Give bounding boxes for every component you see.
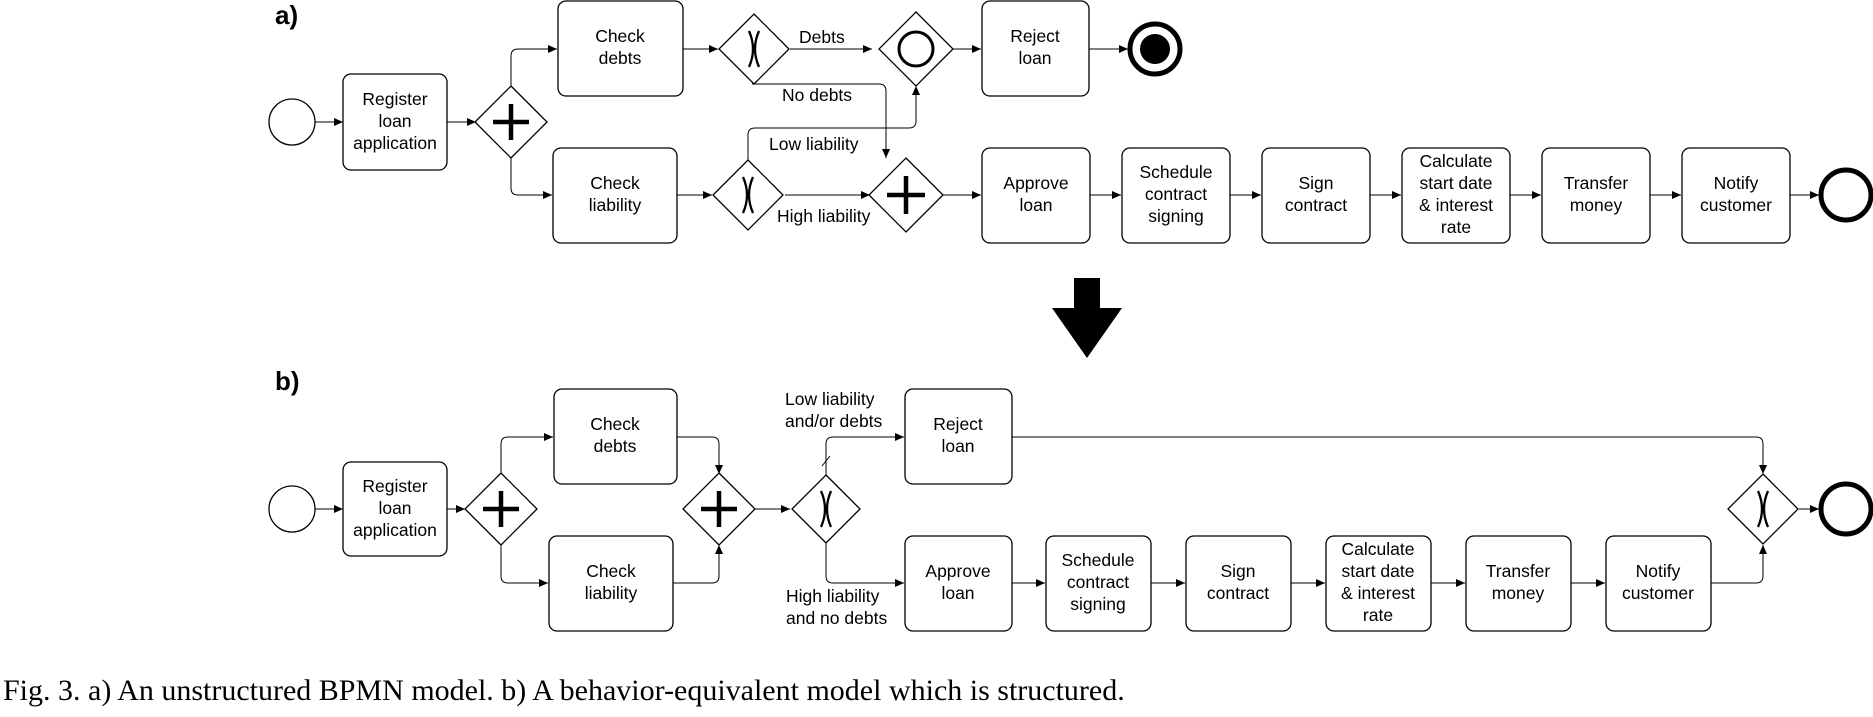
start-event — [268, 485, 316, 533]
plus-icon — [493, 104, 529, 140]
event-based-gateway — [878, 11, 954, 87]
plus-icon — [483, 491, 519, 527]
parallel-gateway-join — [682, 472, 756, 546]
parallel-gateway-split — [464, 472, 538, 546]
xor-icon — [747, 30, 761, 68]
exclusive-gateway-debts — [718, 13, 790, 85]
end-event — [1818, 167, 1873, 223]
flow — [500, 433, 553, 473]
flow — [752, 83, 890, 158]
xor-icon — [1756, 490, 1770, 528]
flow — [825, 543, 904, 587]
flow — [1711, 545, 1767, 584]
plus-icon — [701, 491, 737, 527]
xor-icon — [741, 176, 755, 214]
transform-arrow-icon — [1052, 278, 1122, 358]
plus-icon — [887, 176, 925, 214]
parallel-gateway-join — [868, 157, 944, 233]
panel-a-flows — [315, 45, 1819, 199]
panel-a-label: a) — [275, 0, 298, 30]
label-high-liability: High liability — [777, 206, 871, 226]
terminate-dot-icon — [1140, 34, 1170, 64]
flow — [677, 436, 723, 474]
flow — [825, 433, 904, 475]
panel-b-flows — [315, 433, 1819, 587]
exclusive-gateway-liability — [712, 159, 784, 231]
parallel-gateway-split — [474, 85, 548, 159]
flow — [500, 545, 548, 587]
label-no-debts: No debts — [782, 85, 852, 105]
flow — [673, 545, 723, 584]
figure-caption: Fig. 3. a) An unstructured BPMN model. b… — [3, 674, 1125, 707]
flow — [510, 158, 552, 199]
panel-b-label: b) — [275, 366, 300, 396]
label-low-liability: Low liability — [769, 134, 859, 154]
end-event — [1818, 481, 1873, 537]
label-debts: Debts — [799, 27, 845, 47]
flow — [510, 45, 557, 88]
start-event — [268, 98, 316, 146]
exclusive-gateway-split — [791, 474, 861, 544]
exclusive-gateway-join — [1727, 473, 1799, 545]
flow — [1012, 436, 1767, 474]
default-flow-marker — [821, 455, 831, 467]
circle-icon — [897, 30, 935, 68]
xor-icon — [819, 490, 833, 528]
flow — [747, 86, 920, 160]
